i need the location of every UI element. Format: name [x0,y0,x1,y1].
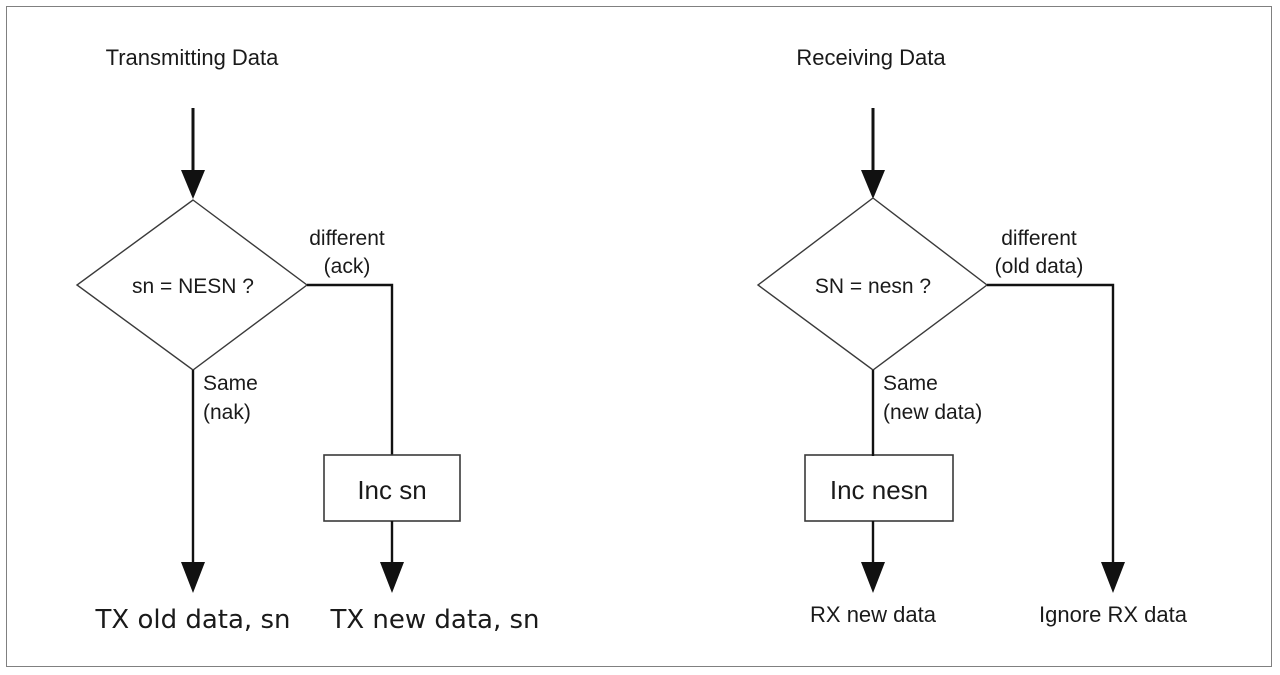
entry-arrow-receiving [861,108,885,199]
branch-no-label-line2-transmitting: (ack) [324,255,371,278]
outcome-no-arrow-transmitting [380,521,404,593]
branch-no-label-line1-receiving: different [1001,227,1077,250]
panel-transmitting: Transmitting Data sn = NESN ? different … [75,45,540,635]
panel-title-transmitting: Transmitting Data [106,45,280,70]
branch-no-label-line1-transmitting: different [309,227,385,250]
process-box-receiving [804,454,954,522]
process-box-transmitting [323,454,461,522]
process-label-transmitting: Inc sn [357,475,426,505]
entry-arrow-transmitting [181,108,205,199]
branch-no-path-receiving [987,283,1115,564]
diagram-frame [6,6,1272,667]
outcome-yes-label-receiving: RX new data [810,602,937,627]
outcome-yes-arrow-receiving [861,521,885,593]
branch-yes-label-line1-transmitting: Same [203,372,258,395]
outcome-no-arrowhead-receiving [1101,562,1125,593]
branch-no-label-line2-receiving: (old data) [995,255,1084,278]
outcome-no-label-transmitting: TX new data, sn [329,605,539,635]
branch-yes-label-line1-receiving: Same [883,372,938,395]
branch-no-path-transmitting [307,283,394,456]
outcome-yes-arrow-transmitting [181,370,205,593]
outcome-no-label-receiving: Ignore RX data [1039,602,1188,627]
panel-receiving: Receiving Data SN = nesn ? different (ol… [756,45,1188,627]
decision-label-receiving: SN = nesn ? [815,275,931,298]
branch-yes-label-line2-transmitting: (nak) [203,401,251,424]
branch-yes-label-line2-receiving: (new data) [883,401,982,424]
outcome-yes-label-transmitting: TX old data, sn [95,605,291,635]
panel-title-receiving: Receiving Data [796,45,946,70]
process-label-receiving: Inc nesn [830,475,928,505]
decision-label-transmitting: sn = NESN ? [132,275,254,298]
